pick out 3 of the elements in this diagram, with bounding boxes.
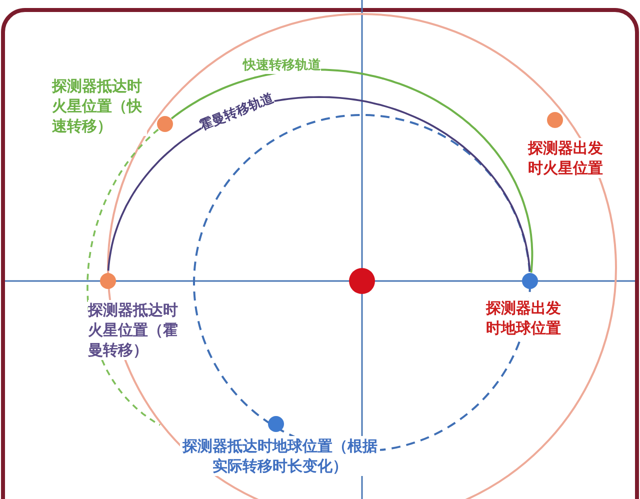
position-caption: 探测器抵达时火星位置（快速转移） [52, 76, 147, 136]
orbit-path [170, 68, 534, 273]
position-caption: 探测器抵达时地球位置（根据实际转移时长变化） [180, 436, 380, 476]
